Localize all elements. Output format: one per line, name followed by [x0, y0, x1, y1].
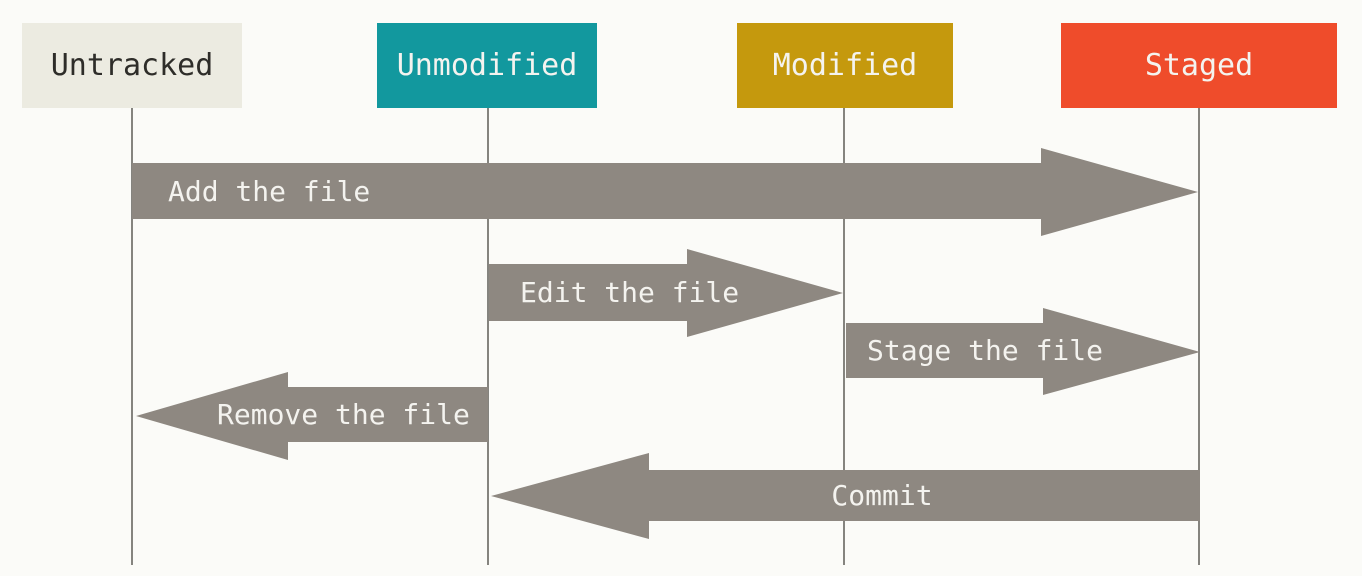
transition-label-edit-the-file: Edit the file [520, 276, 740, 309]
arrow-polygon [489, 249, 843, 337]
right-arrow-shape [132, 148, 1198, 236]
lifeline-unmodified [487, 108, 489, 565]
transition-arrow-add-the-file: Add the file [132, 148, 1198, 236]
state-label-modified: Modified [772, 48, 918, 83]
right-arrow-shape [846, 308, 1200, 395]
left-arrow-shape [491, 453, 1200, 539]
arrow-polygon [136, 372, 488, 460]
transition-arrow-commit: Commit [491, 453, 1200, 539]
state-box-staged: Staged [1061, 23, 1337, 108]
lifeline-untracked [131, 108, 133, 565]
lifeline-staged [1198, 108, 1200, 565]
arrow-polygon [491, 453, 1200, 539]
state-label-unmodified: Unmodified [396, 48, 578, 83]
lifeline-modified [843, 108, 845, 565]
transition-arrow-edit-the-file: Edit the file [489, 249, 843, 337]
state-box-unmodified: Unmodified [377, 23, 597, 108]
transition-label-remove-the-file: Remove the file [217, 398, 470, 431]
transition-label-commit: Commit [831, 479, 933, 512]
transition-arrow-remove-the-file: Remove the file [136, 372, 488, 460]
transition-label-stage-the-file: Stage the file [867, 334, 1104, 367]
transition-label-add-the-file: Add the file [168, 174, 371, 208]
arrow-polygon [132, 148, 1198, 236]
right-arrow-shape [489, 249, 843, 337]
state-label-staged: Staged [1144, 48, 1254, 83]
state-box-modified: Modified [737, 23, 953, 108]
left-arrow-shape [136, 372, 488, 460]
state-label-untracked: Untracked [50, 48, 214, 83]
arrow-polygon [846, 308, 1200, 395]
state-box-untracked: Untracked [22, 23, 242, 108]
transition-arrow-stage-the-file: Stage the file [846, 308, 1200, 395]
